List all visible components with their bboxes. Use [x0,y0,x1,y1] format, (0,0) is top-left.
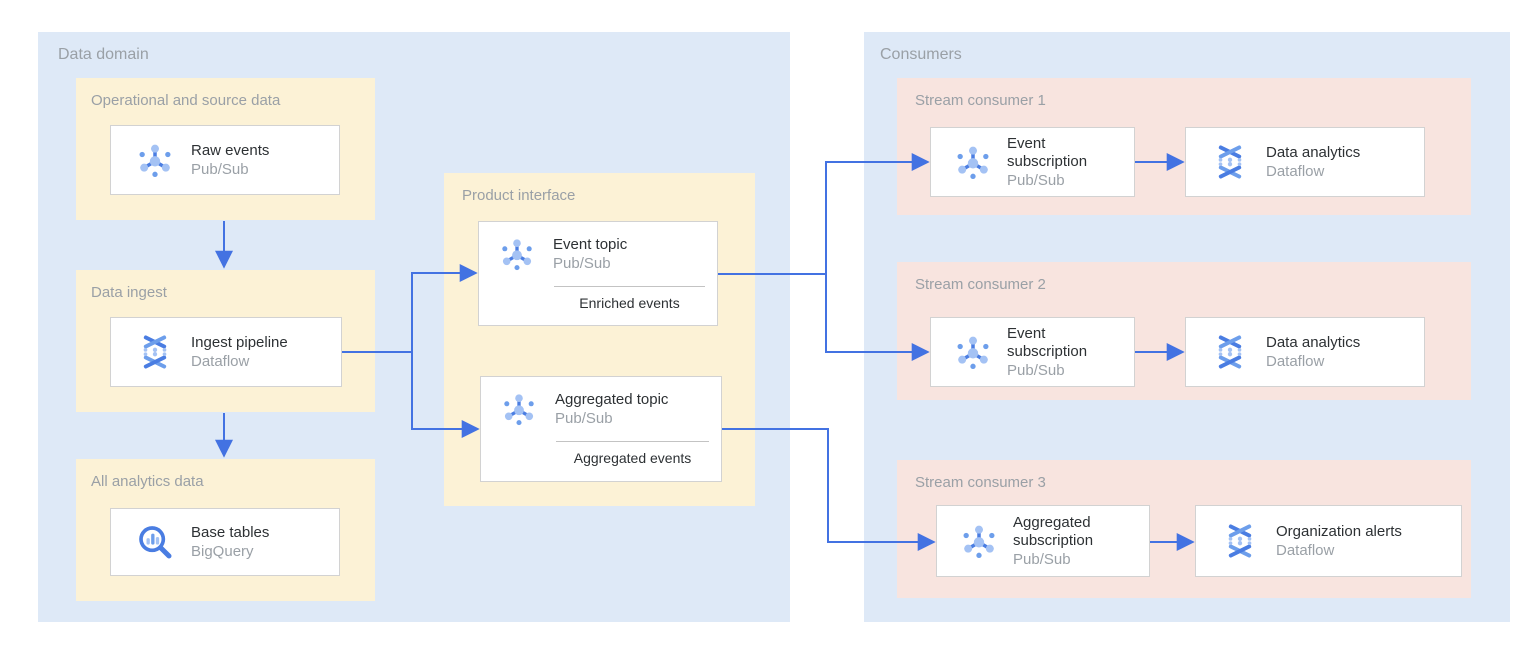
consumers-label: Consumers [880,46,962,63]
group-ingest-label: Data ingest [91,284,167,301]
card-base-tables: Base tables BigQuery [110,508,340,576]
stream-consumer-3-label: Stream consumer 3 [915,474,1046,491]
group-analytics-label: All analytics data [91,473,204,490]
card-title: Data analytics [1266,143,1361,161]
group-operational-label: Operational and source data [91,92,281,109]
card-aggregated-topic: Aggregated topic Pub/Sub Aggregated even… [480,376,722,482]
dataflow-icon [135,332,175,372]
card-data-analytics-2: Data analytics Dataflow [1185,317,1425,387]
dataflow-icon [1220,521,1260,561]
card-subtitle: Pub/Sub [191,160,249,178]
card-title: Data analytics [1266,333,1361,351]
bigquery-icon [135,522,175,562]
card-note: Aggregated events [573,450,692,466]
card-subtitle: BigQuery [191,542,254,560]
pubsub-icon [135,140,175,180]
card-note: Enriched events [579,295,680,311]
stream-consumer-2-label: Stream consumer 2 [915,276,1046,293]
card-ingest-pipeline: Ingest pipeline Dataflow [110,317,342,387]
group-product-interface-label: Product interface [462,187,576,204]
card-event-subscription-2: Event subscription Pub/Sub [930,317,1135,387]
card-subtitle: Dataflow [1266,162,1325,180]
card-subtitle: Dataflow [1276,541,1335,559]
pubsub-icon [953,332,993,372]
data-domain-label: Data domain [58,46,149,63]
dataflow-icon [1210,142,1250,182]
pubsub-icon [500,390,538,428]
card-title: Event topic [553,235,628,253]
card-subtitle: Dataflow [1266,352,1325,370]
card-subtitle: Pub/Sub [1007,171,1065,189]
card-subtitle: Pub/Sub [553,254,611,272]
pubsub-icon [953,142,993,182]
card-subtitle: Pub/Sub [555,409,613,427]
card-title: Raw events [191,141,270,159]
card-title: Event subscription [1007,324,1088,360]
card-aggregated-subscription: Aggregated subscription Pub/Sub [936,505,1150,577]
dataflow-icon [1210,332,1250,372]
card-subtitle: Dataflow [191,352,250,370]
card-data-analytics-1: Data analytics Dataflow [1185,127,1425,197]
card-title: Organization alerts [1276,522,1402,540]
card-title: Aggregated topic [555,390,669,408]
card-title: Ingest pipeline [191,333,288,351]
stream-consumer-1-label: Stream consumer 1 [915,92,1046,109]
card-title: Base tables [191,523,270,541]
card-organization-alerts: Organization alerts Dataflow [1195,505,1462,577]
card-title: Aggregated subscription [1013,513,1094,549]
card-raw-events: Raw events Pub/Sub [110,125,340,195]
card-event-topic: Event topic Pub/Sub Enriched events [478,221,718,326]
card-title: Event subscription [1007,134,1088,170]
divider [556,441,709,442]
divider [554,286,705,287]
card-event-subscription-1: Event subscription Pub/Sub [930,127,1135,197]
pubsub-icon [959,521,999,561]
card-subtitle: Pub/Sub [1007,361,1065,379]
pubsub-icon [498,235,536,273]
card-subtitle: Pub/Sub [1013,550,1071,568]
